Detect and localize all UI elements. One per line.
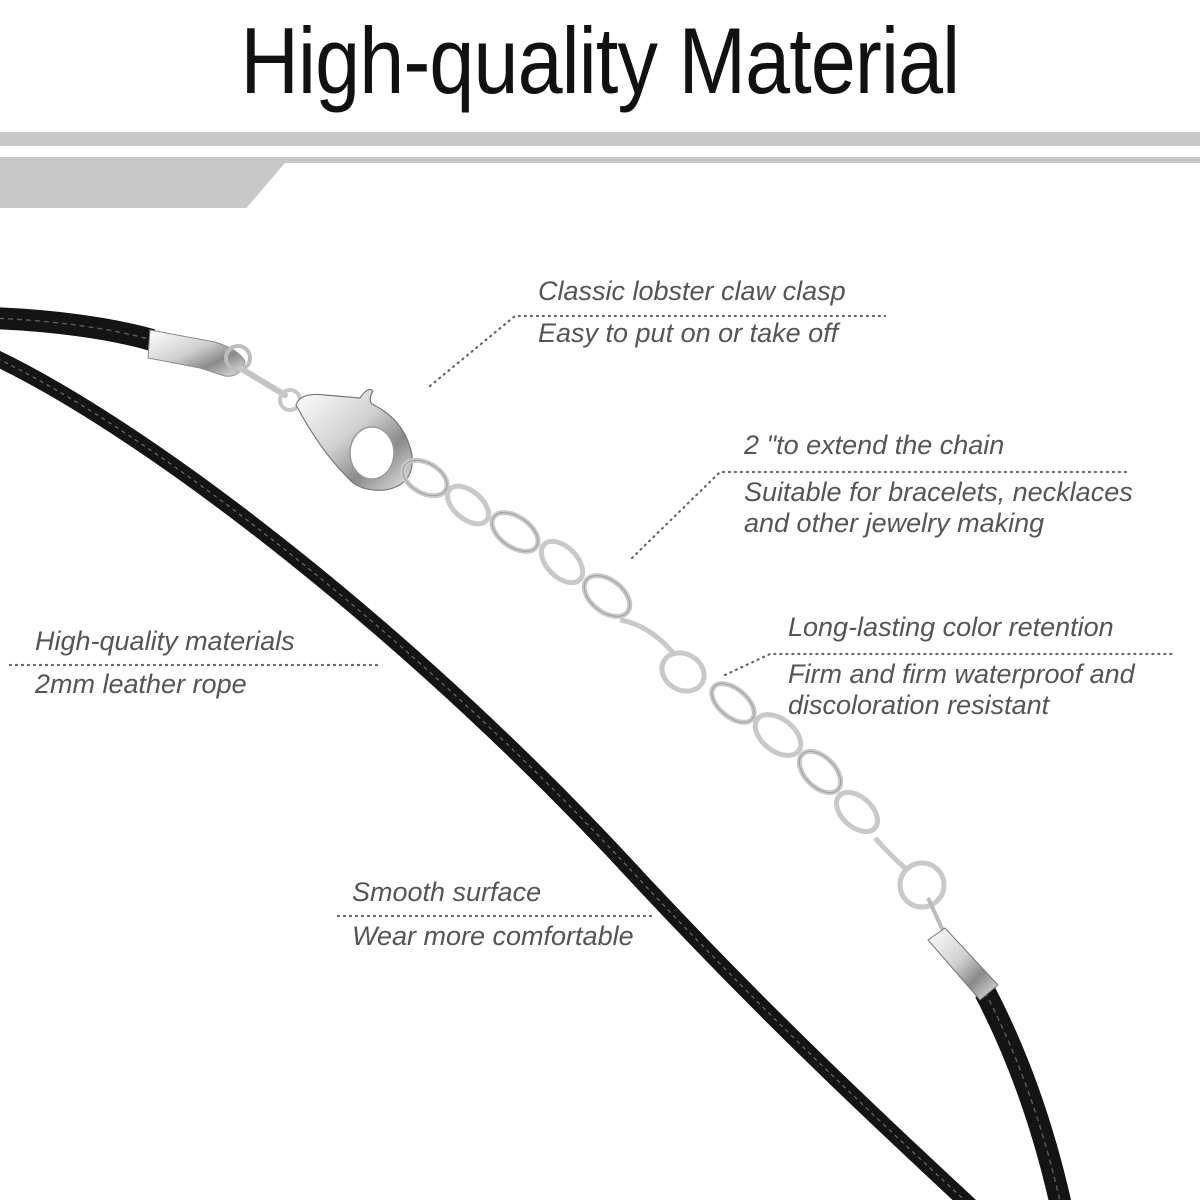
callout-extender-detail: Suitable for bracelets, necklaces and ot… — [744, 477, 1133, 539]
leather-cord-upper — [0, 307, 156, 351]
callout-surface-detail-line: Wear more comfortable — [352, 921, 634, 951]
callout-surface-detail: Wear more comfortable — [352, 921, 634, 952]
leather-cord-lower — [0, 350, 977, 1200]
extension-chain-shine — [402, 459, 842, 794]
callout-leaders — [8, 314, 1177, 918]
callout-clasp-detail-line: Easy to put on or take off — [538, 318, 839, 348]
end-cap-lower — [927, 927, 999, 1001]
callout-material-detail: 2mm leather rope — [35, 669, 247, 700]
callout-extender-detail-line: Suitable for bracelets, necklaces — [744, 477, 1133, 507]
callout-material-heading: High-quality materials — [35, 626, 295, 656]
jump-ring — [897, 860, 947, 910]
banner-tab-shape — [0, 157, 290, 208]
callout-material-detail-line: 2mm leather rope — [35, 669, 247, 699]
callout-color-detail: Firm and firm waterproof and discolorati… — [788, 659, 1135, 721]
banner-stripe-bottom — [0, 157, 1200, 163]
lobster-clasp — [295, 388, 413, 491]
callout-color-detail-line: Firm and firm waterproof and — [788, 659, 1135, 689]
callout-surface-heading: Smooth surface — [352, 877, 542, 907]
banner-stripe-top — [0, 132, 1200, 146]
title-container: High-quality Material — [0, 6, 1200, 116]
callout-color-heading: Long-lasting color retention — [788, 612, 1114, 642]
callout-clasp-detail: Easy to put on or take off — [538, 318, 838, 349]
page-title: High-quality Material — [240, 8, 961, 113]
callout-clasp-heading: Classic lobster claw clasp — [538, 276, 846, 306]
end-cap-upper — [147, 329, 252, 377]
callout-color-detail-line: discoloration resistant — [788, 690, 1050, 720]
leather-cord-right — [975, 986, 1071, 1200]
callout-extender-detail-line: and other jewelry making — [744, 508, 1045, 538]
callout-extender-heading: 2 "to extend the chain — [744, 430, 1005, 460]
